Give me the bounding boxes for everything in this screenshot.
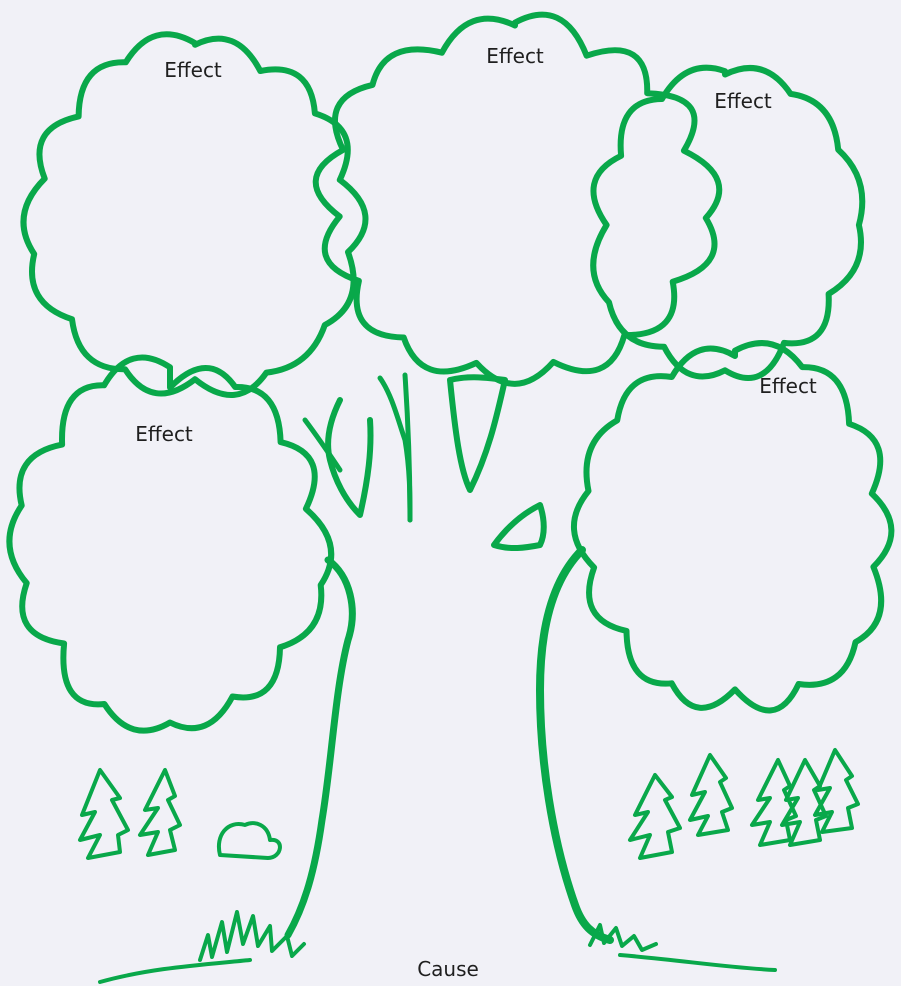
canopy-outline-3 — [590, 64, 866, 381]
canopy-outline-1 — [20, 31, 369, 398]
pine-tree-right-3 — [750, 758, 798, 847]
grass-left — [198, 910, 306, 962]
effect-label-1: Effect — [164, 58, 222, 82]
trunk-right-edge — [536, 546, 614, 944]
branch-mid — [302, 417, 343, 473]
trunk-left-edge — [284, 556, 356, 939]
branch-left-fork — [325, 397, 374, 518]
branch-right — [447, 374, 508, 493]
branch-left-inner — [402, 372, 413, 523]
canopy-outline-5 — [571, 340, 895, 714]
pine-tree-right-2 — [688, 753, 734, 837]
scenery-details — [78, 748, 860, 984]
trunk — [284, 372, 614, 944]
pine-tree-left-2 — [138, 768, 182, 857]
bush-left — [216, 821, 282, 860]
pine-tree-right-1 — [628, 773, 682, 860]
ground-line — [98, 953, 777, 984]
canopy-outlines — [6, 11, 895, 734]
pine-tree-right-5 — [813, 748, 860, 834]
cause-label: Cause — [417, 957, 479, 981]
effect-label-3: Effect — [714, 89, 772, 113]
branch-right-lower — [491, 502, 547, 551]
effect-label-5: Effect — [759, 374, 817, 398]
effect-label-4: Effect — [135, 422, 193, 446]
grass-right — [588, 923, 658, 952]
pine-tree-left-1 — [78, 768, 130, 860]
canopy-outline-2 — [312, 11, 723, 387]
pine-tree-right-4 — [780, 758, 828, 847]
canopy-outline-4 — [6, 354, 335, 734]
effect-label-2: Effect — [486, 44, 544, 68]
